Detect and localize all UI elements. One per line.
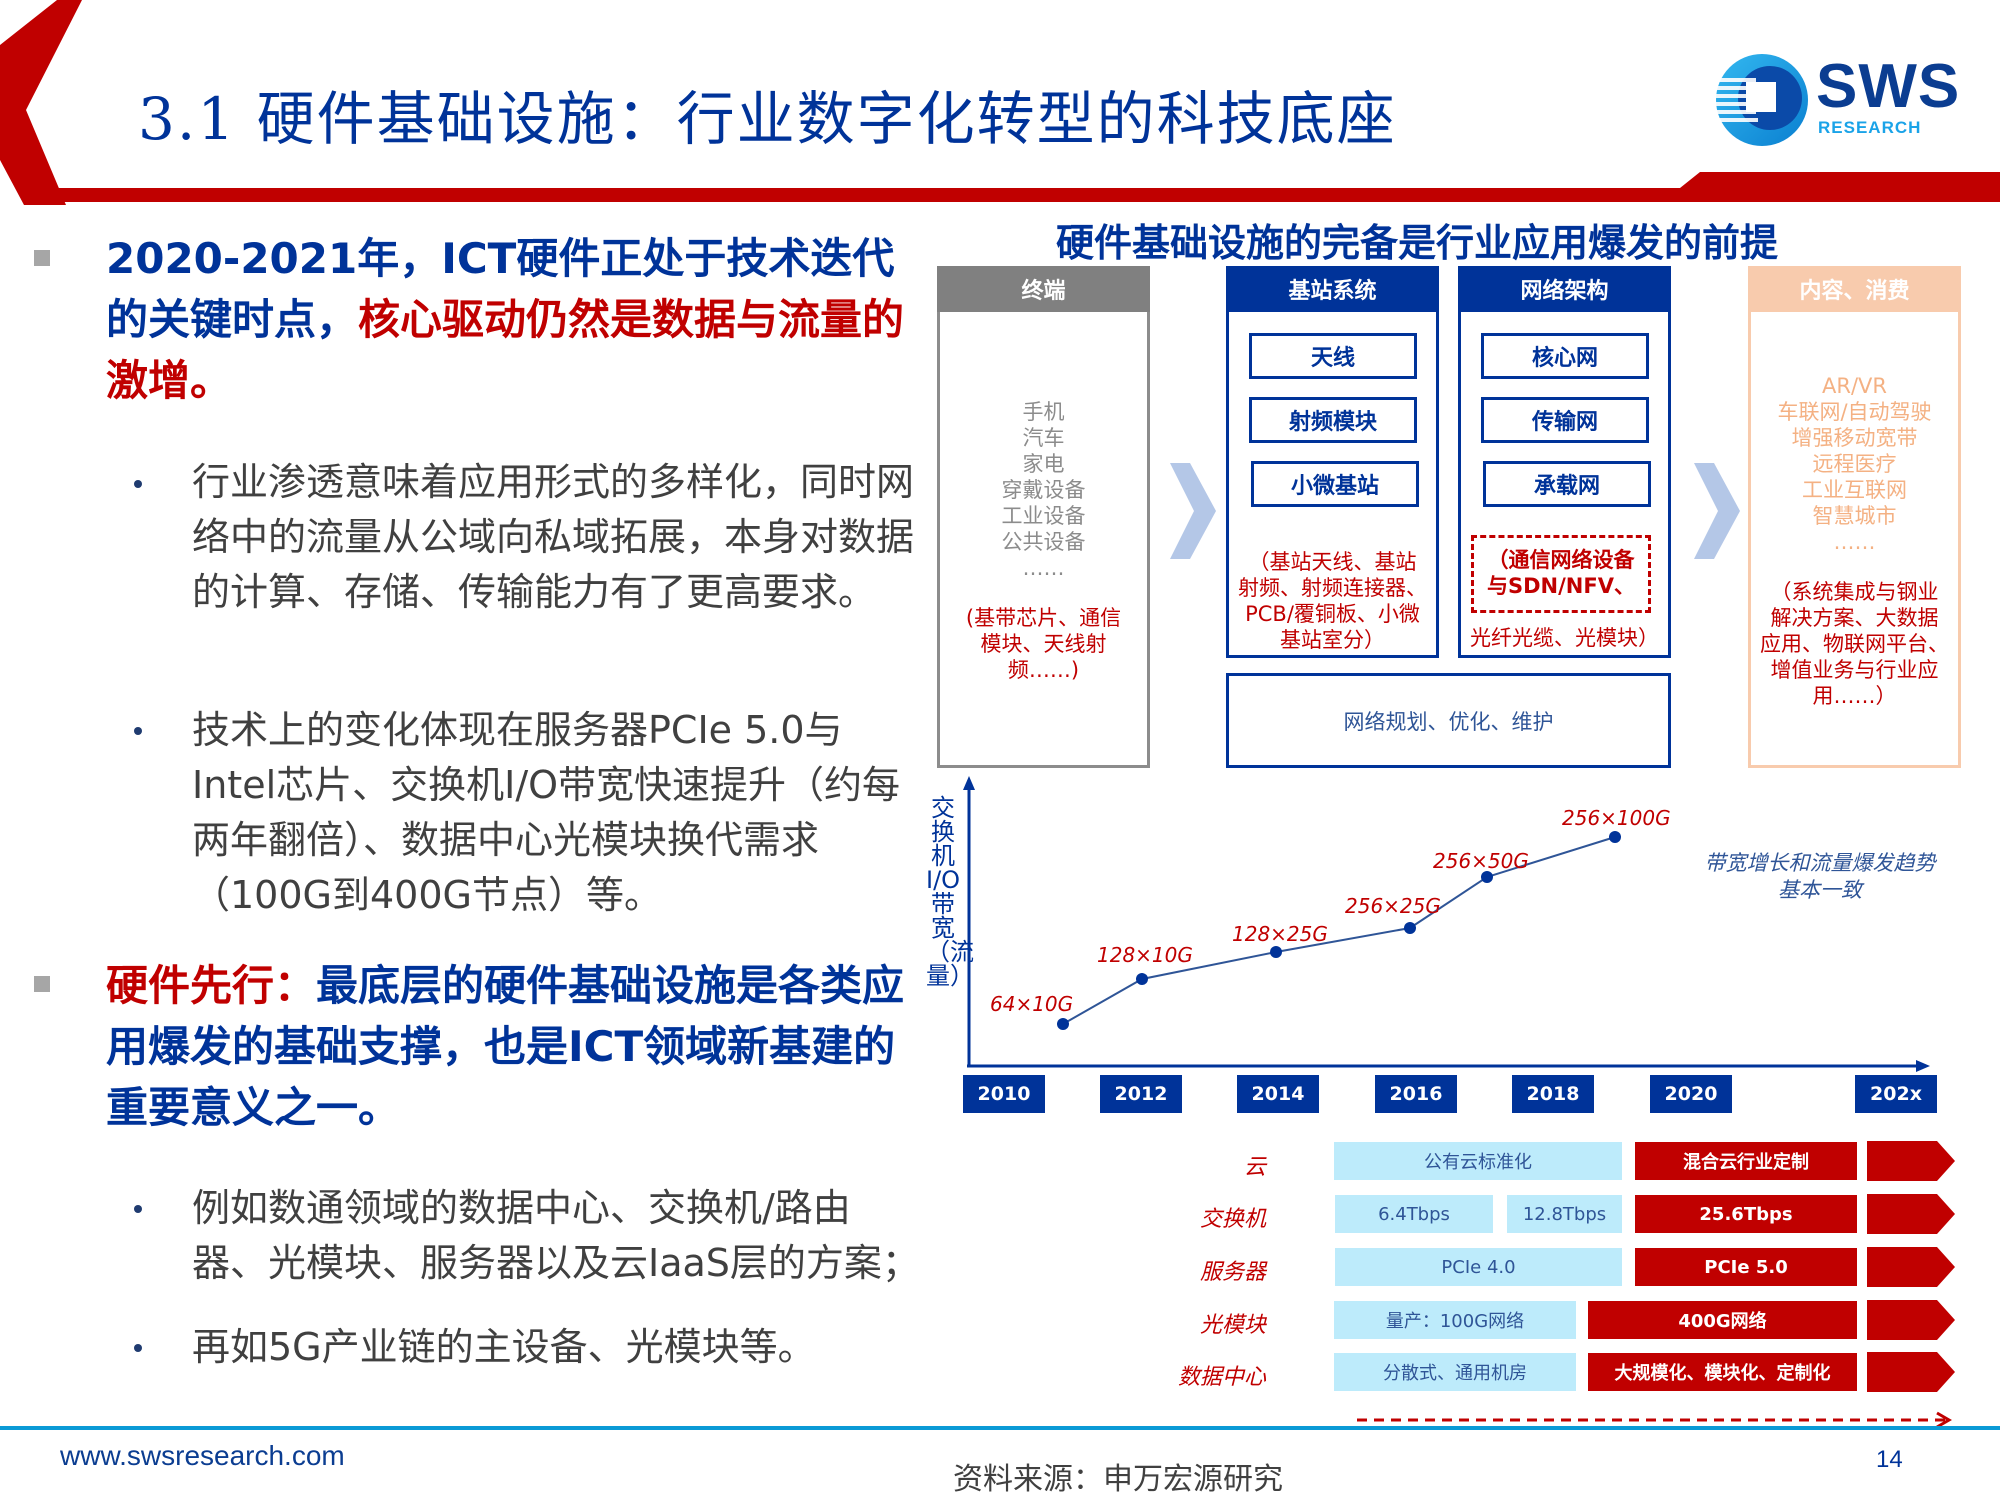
roadmap-cell: PCIe 4.0 — [1335, 1248, 1622, 1286]
point-label: 128×10G — [1097, 943, 1193, 967]
roadmap-cell: 6.4Tbps — [1335, 1195, 1493, 1233]
network-architecture-column: 网络架构 核心网 传输网 承载网 （通信网络设备 与SDN/NFV、 光纤光缆、… — [1458, 266, 1671, 658]
year-2016: 2016 — [1375, 1075, 1457, 1113]
roadmap-arrow-icon — [1867, 1300, 1955, 1340]
rf-module-box: 射频模块 — [1249, 397, 1417, 443]
year-2018: 2018 — [1512, 1075, 1594, 1113]
year-2010: 2010 — [963, 1075, 1045, 1113]
point-label: 128×25G — [1232, 922, 1328, 946]
year-2014: 2014 — [1237, 1075, 1319, 1113]
sws-research-logo: SWS RESEARCH — [1712, 50, 1972, 150]
section2-heading: 硬件先行：最底层的硬件基础设施是各类应用爆发的基础支撑，也是ICT领域新基建的重… — [106, 955, 906, 1138]
roadmap-cell-highlight: 混合云行业定制 — [1635, 1142, 1857, 1180]
roadmap-arrow-icon — [1867, 1194, 1955, 1234]
point-label: 256×25G — [1345, 894, 1441, 918]
page-title: 3.1 硬件基础设施：行业数字化转型的科技底座 — [138, 85, 1397, 153]
content-items: AR/VR 车联网/自动驾驶 增强移动宽带 远程医疗 工业互联网 智慧城市 …… — [1777, 374, 1932, 554]
footer-website-link[interactable]: www.swsresearch.com — [60, 1440, 345, 1471]
roadmap-arrow-icon — [1867, 1247, 1955, 1287]
header-decoration — [0, 0, 2000, 205]
chevron-right-icon — [1170, 463, 1216, 559]
terminal-items: 手机 汽车 家电 穿戴设备 工业设备 公共设备 …… — [1001, 400, 1086, 580]
square-bullet-icon — [34, 976, 50, 992]
content-note: （系统集成与钢业 解决方案、大数据 应用、物联网平台、 增值业务与行业应 用……… — [1760, 580, 1949, 708]
roadmap-cell-highlight: 400G网络 — [1588, 1301, 1857, 1339]
footer-source: 资料来源：申万宏源研究 — [953, 1462, 1283, 1497]
roadmap-cell-highlight: 大规模化、模块化、定制化 — [1588, 1353, 1857, 1391]
logo-subtitle: RESEARCH — [1818, 118, 1922, 137]
section1-heading-blue: 2020-2021年，ICT硬件正处于技术迭代的关键时点， — [106, 234, 895, 344]
network-planning-text: 网络规划、优化、维护 — [1343, 709, 1554, 734]
bandwidth-line-chart — [963, 776, 1930, 1072]
network-note-boxed: （通信网络设备 与SDN/NFV、 — [1487, 548, 1635, 598]
roadmap-arrow-icon — [1867, 1141, 1955, 1181]
roadmap-cell-highlight: 25.6Tbps — [1635, 1195, 1857, 1233]
roadmap-cell: 量产：100G网络 — [1334, 1301, 1576, 1339]
network-note-tail: 光纤光缆、光模块） — [1470, 626, 1659, 650]
year-2020: 2020 — [1650, 1075, 1732, 1113]
section2-bullet-2: 再如5G产业链的主设备、光模块等。 — [192, 1325, 816, 1369]
timeline-dashed-arrow — [1357, 1411, 1952, 1429]
sws-logo-icon — [1716, 54, 1808, 146]
section2-heading-red: 硬件先行： — [106, 961, 317, 1010]
roadmap-cell-highlight: PCIe 5.0 — [1635, 1248, 1857, 1286]
section2-heading-blue: 最底层的硬件基础设施是各类应用爆发的基础支撑，也是ICT领域新基建的重要意义之一… — [106, 961, 905, 1132]
logo-wordmark: SWS — [1816, 52, 1961, 121]
point-label: 64×10G — [990, 992, 1074, 1016]
transport-network-box: 传输网 — [1481, 397, 1649, 443]
trend-annotation: 带宽增长和流量爆发趋势 基本一致 — [1704, 851, 1936, 902]
base-station-note: （基站天线、基站 射频、射频连接器、 PCB/覆铜板、小微 基站室分） — [1238, 550, 1427, 652]
roadmap-label-server: 服务器 — [1199, 1260, 1266, 1285]
page-number: 14 — [1876, 1446, 1903, 1473]
content-consumption-header: 内容、消费 — [1748, 266, 1961, 312]
roadmap-cell: 12.8Tbps — [1507, 1195, 1622, 1233]
section2-bullet-1: 例如数通领域的数据中心、交换机/路由器、光模块、服务器以及云IaaS层的方案； — [192, 1186, 920, 1285]
small-cell-box: 小微基站 — [1251, 461, 1419, 507]
bullet-dot-icon — [134, 480, 142, 488]
roadmap-label-cloud: 云 — [1243, 1155, 1266, 1180]
roadmap-arrow-icon — [1867, 1352, 1955, 1392]
square-bullet-icon — [34, 250, 50, 266]
base-station-column: 基站系统 天线 射频模块 小微基站 （基站天线、基站 射频、射频连接器、 PCB… — [1226, 266, 1439, 658]
point-label: 256×50G — [1433, 849, 1529, 873]
section1-bullet-2: 技术上的变化体现在服务器PCIe 5.0与Intel芯片、交换机I/O带宽快速提… — [192, 708, 901, 917]
year-2012: 2012 — [1100, 1075, 1182, 1113]
bullet-dot-icon — [134, 727, 142, 735]
section1-heading-red: 核心驱动仍然是数据与流量的激增。 — [106, 295, 905, 405]
antenna-box: 天线 — [1249, 333, 1417, 379]
roadmap-cell: 分散式、通用机房 — [1334, 1353, 1576, 1391]
roadmap-label-switch: 交换机 — [1199, 1207, 1266, 1232]
point-label: 256×100G — [1562, 806, 1671, 830]
section1-heading: 2020-2021年，ICT硬件正处于技术迭代的关键时点，核心驱动仍然是数据与流… — [106, 228, 906, 411]
bearer-network-box: 承载网 — [1483, 461, 1651, 507]
bullet-dot-icon — [134, 1344, 142, 1352]
network-planning-box: 网络规划、优化、维护 — [1226, 673, 1671, 768]
diagram-title: 硬件基础设施的完备是行业应用爆发的前提 — [1056, 221, 1779, 265]
bullet-dot-icon — [134, 1205, 142, 1213]
terminal-column: 终端 手机 汽车 家电 穿戴设备 工业设备 公共设备 …… (基带芯片、通信 模… — [937, 266, 1150, 768]
roadmap-cell: 公有云标准化 — [1334, 1142, 1622, 1180]
terminal-header: 终端 — [937, 266, 1150, 312]
year-202x: 202x — [1855, 1075, 1937, 1113]
roadmap-label-data-center: 数据中心 — [1177, 1365, 1266, 1390]
core-network-box: 核心网 — [1481, 333, 1649, 379]
roadmap-label-optical-module: 光模块 — [1199, 1313, 1266, 1338]
network-architecture-header: 网络架构 — [1458, 266, 1671, 312]
content-consumption-column: 内容、消费 AR/VR 车联网/自动驾驶 增强移动宽带 远程医疗 工业互联网 智… — [1748, 266, 1961, 768]
section1-bullet-1: 行业渗透意味着应用形式的多样化，同时网络中的流量从公域向私域拓展，本身对数据的计… — [192, 460, 915, 614]
base-station-header: 基站系统 — [1226, 266, 1439, 312]
y-axis-label: 交换机I/O带宽（流量） — [926, 794, 974, 990]
terminal-note: (基带芯片、通信 模块、天线射 频……) — [965, 606, 1122, 682]
footer-divider — [0, 1426, 2000, 1430]
chevron-right-icon — [1694, 463, 1740, 559]
dashed-highlight-box — [1471, 535, 1651, 613]
